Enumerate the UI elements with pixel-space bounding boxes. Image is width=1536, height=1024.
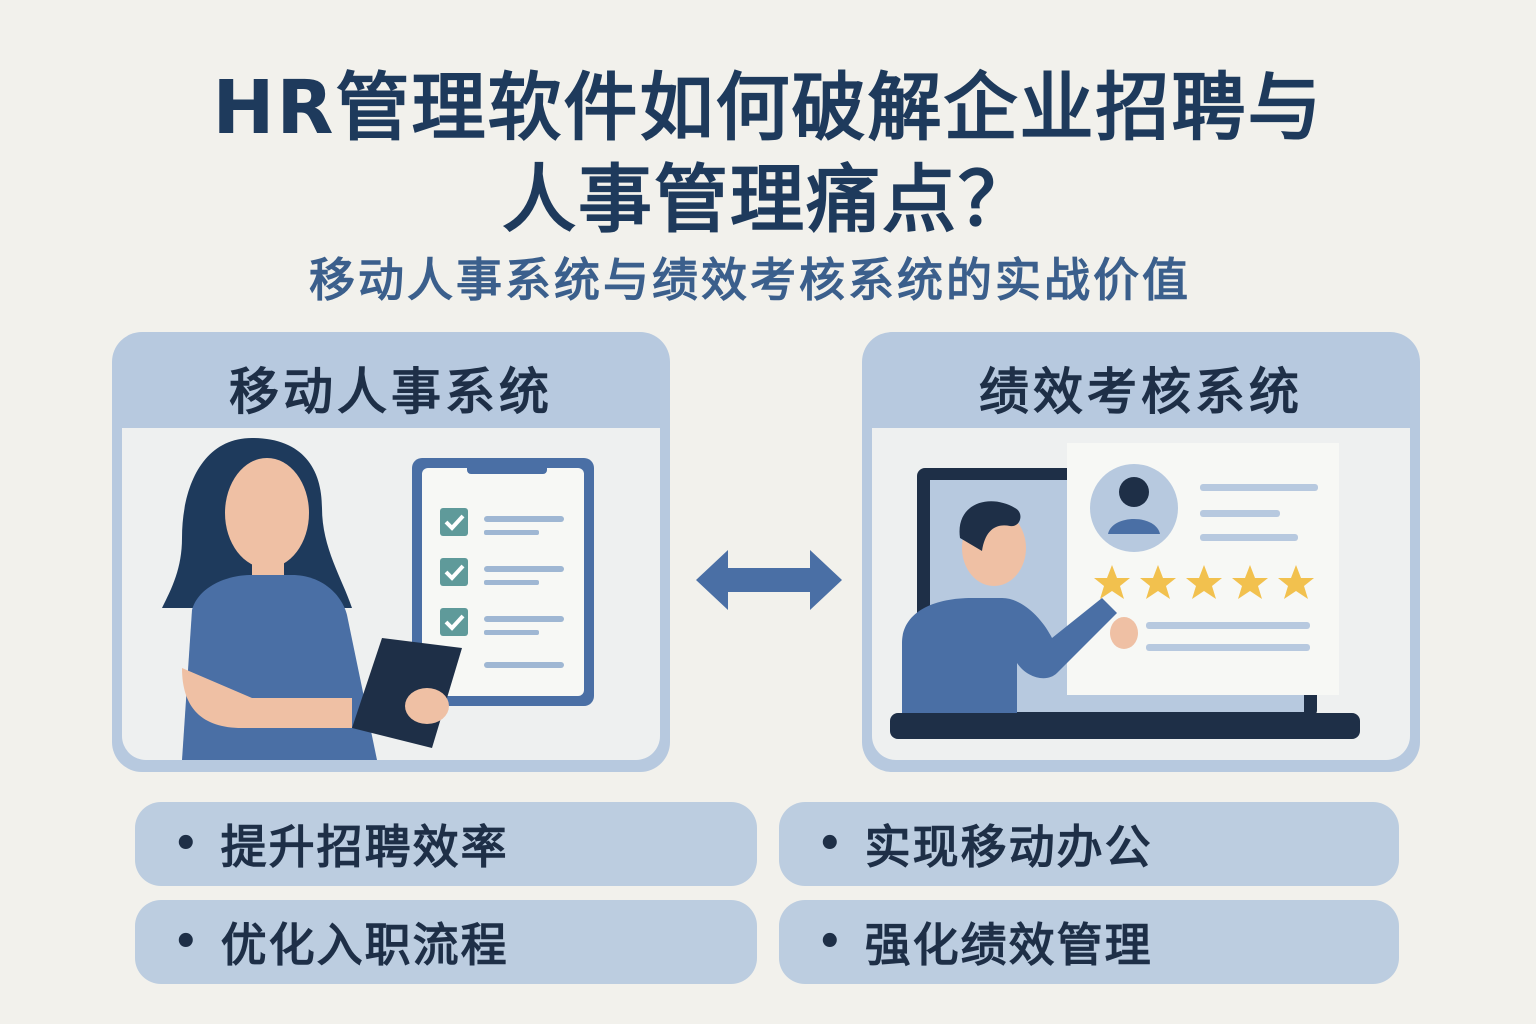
mobile-hr-card: 移动人事系统 (112, 332, 670, 772)
benefit-item: • 优化入职流程 (135, 900, 757, 984)
benefit-label: 优化入职流程 (220, 918, 509, 972)
bullet: • (817, 919, 845, 965)
benefit-label: 强化绩效管理 (864, 918, 1153, 972)
benefit-item: • 提升招聘效率 (135, 802, 757, 886)
benefit-item: • 强化绩效管理 (779, 900, 1399, 984)
mobile-hr-card-title: 移动人事系统 (229, 363, 553, 421)
bullet: • (817, 821, 845, 867)
man-presenting-rating-icon (890, 443, 1360, 739)
benefit-label: 实现移动办公 (864, 820, 1153, 874)
checklist-icon (440, 508, 564, 668)
performance-card: 绩效考核系统 (862, 332, 1420, 772)
double-arrow-icon (696, 550, 842, 610)
page-title-line-2: 人事管理痛点？ (502, 157, 1034, 243)
page-title-line-1: HR管理软件如何破解企业招聘与 (212, 65, 1324, 151)
bullet: • (173, 919, 201, 965)
page-subtitle: 移动人事系统与绩效考核系统的实战价值 (309, 253, 1191, 307)
woman-with-tablet-icon (162, 438, 594, 760)
benefit-item: • 实现移动办公 (779, 802, 1399, 886)
benefit-label: 提升招聘效率 (220, 820, 509, 874)
five-star-rating-icon (1094, 565, 1314, 599)
mobile-hr-illustration (122, 428, 660, 760)
bullet: • (173, 821, 201, 867)
performance-card-title: 绩效考核系统 (979, 363, 1303, 421)
performance-illustration (872, 428, 1410, 760)
